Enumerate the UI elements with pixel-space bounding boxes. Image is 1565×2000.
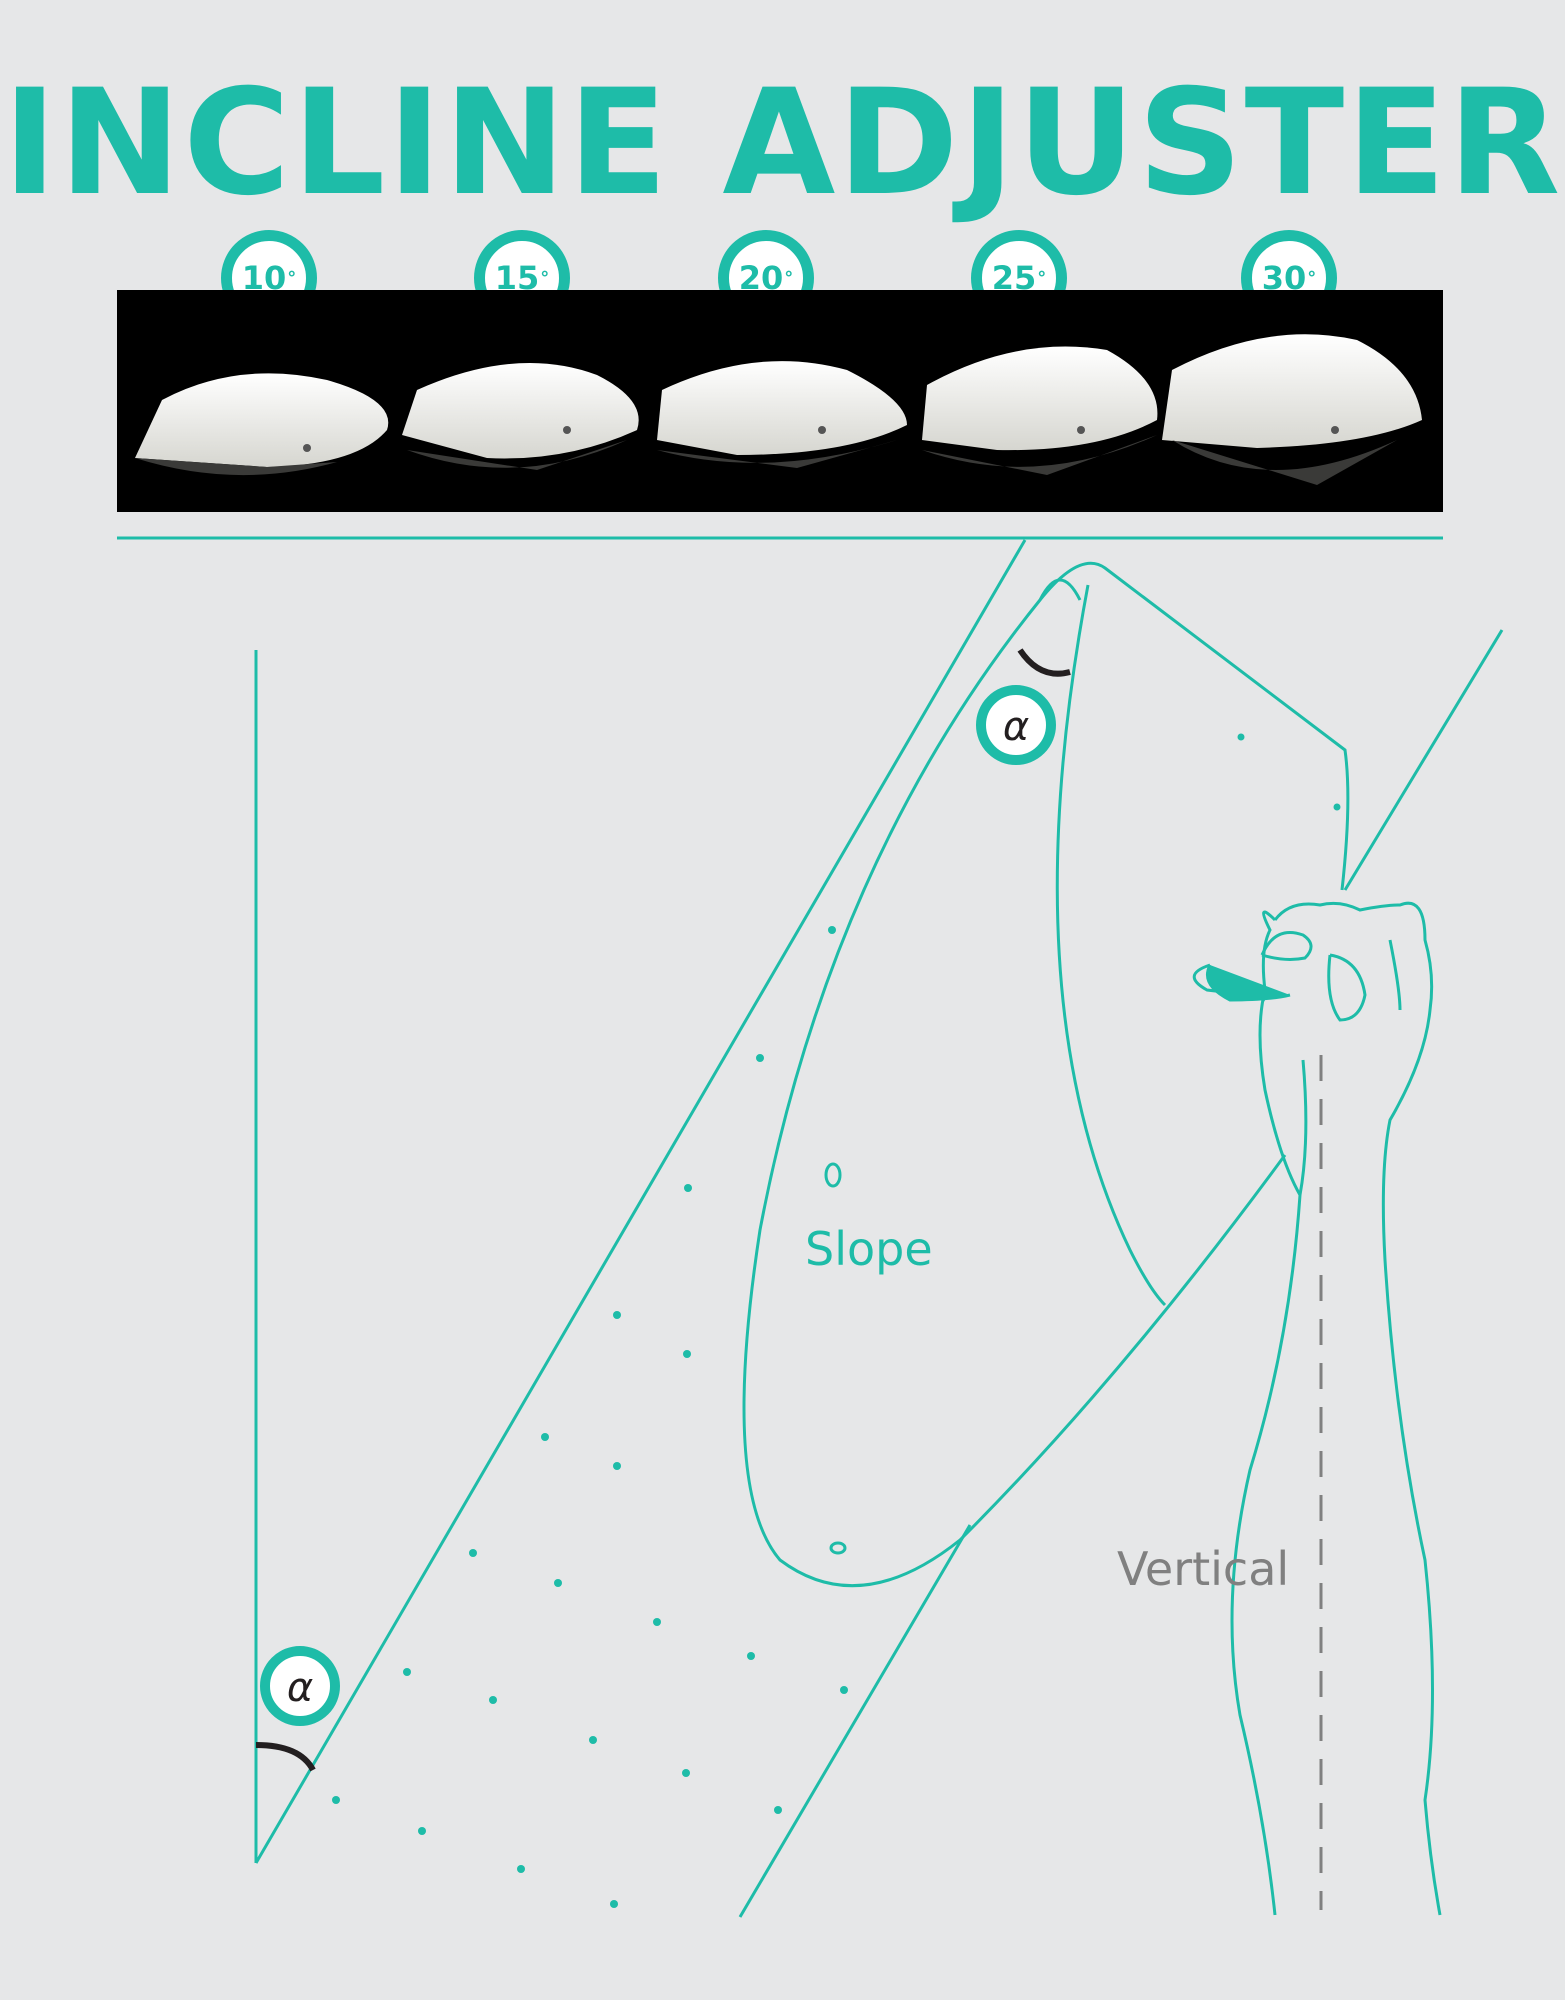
holds-photo	[135, 334, 1422, 485]
hold-15	[402, 363, 639, 470]
page-title: INCLINE ADJUSTER	[2, 58, 1563, 228]
degree-symbol: °	[1037, 267, 1047, 289]
hold-screw-holes	[824, 733, 1341, 1555]
degree-symbol: °	[540, 267, 550, 289]
slope-label: Slope	[805, 1222, 933, 1276]
alpha-badge-top: α	[976, 685, 1056, 765]
wall-left-edge	[254, 539, 1027, 1864]
hold-10	[135, 373, 389, 476]
wall-right-edge	[1343, 629, 1504, 891]
top-angle-arc	[1017, 648, 1071, 677]
hold-20	[657, 361, 907, 468]
slope-hold-outline	[742, 561, 1350, 1588]
hold-30	[1162, 334, 1422, 485]
hold-25	[922, 346, 1158, 475]
alpha-badge-bottom: α	[260, 1646, 340, 1726]
degree-symbol: °	[784, 267, 794, 289]
degree-symbol: °	[287, 267, 297, 289]
wall-lower-edge	[738, 1524, 972, 1918]
alpha-symbol: α	[1003, 704, 1029, 750]
wall-dots	[332, 926, 848, 1908]
bottom-angle-arc	[255, 1742, 316, 1772]
vertical-label: Vertical	[1117, 1542, 1289, 1596]
alpha-symbol: α	[287, 1665, 313, 1711]
hand-and-arm	[1192, 901, 1442, 1916]
degree-symbol: °	[1307, 267, 1317, 289]
holds-photo-strip	[117, 290, 1443, 512]
